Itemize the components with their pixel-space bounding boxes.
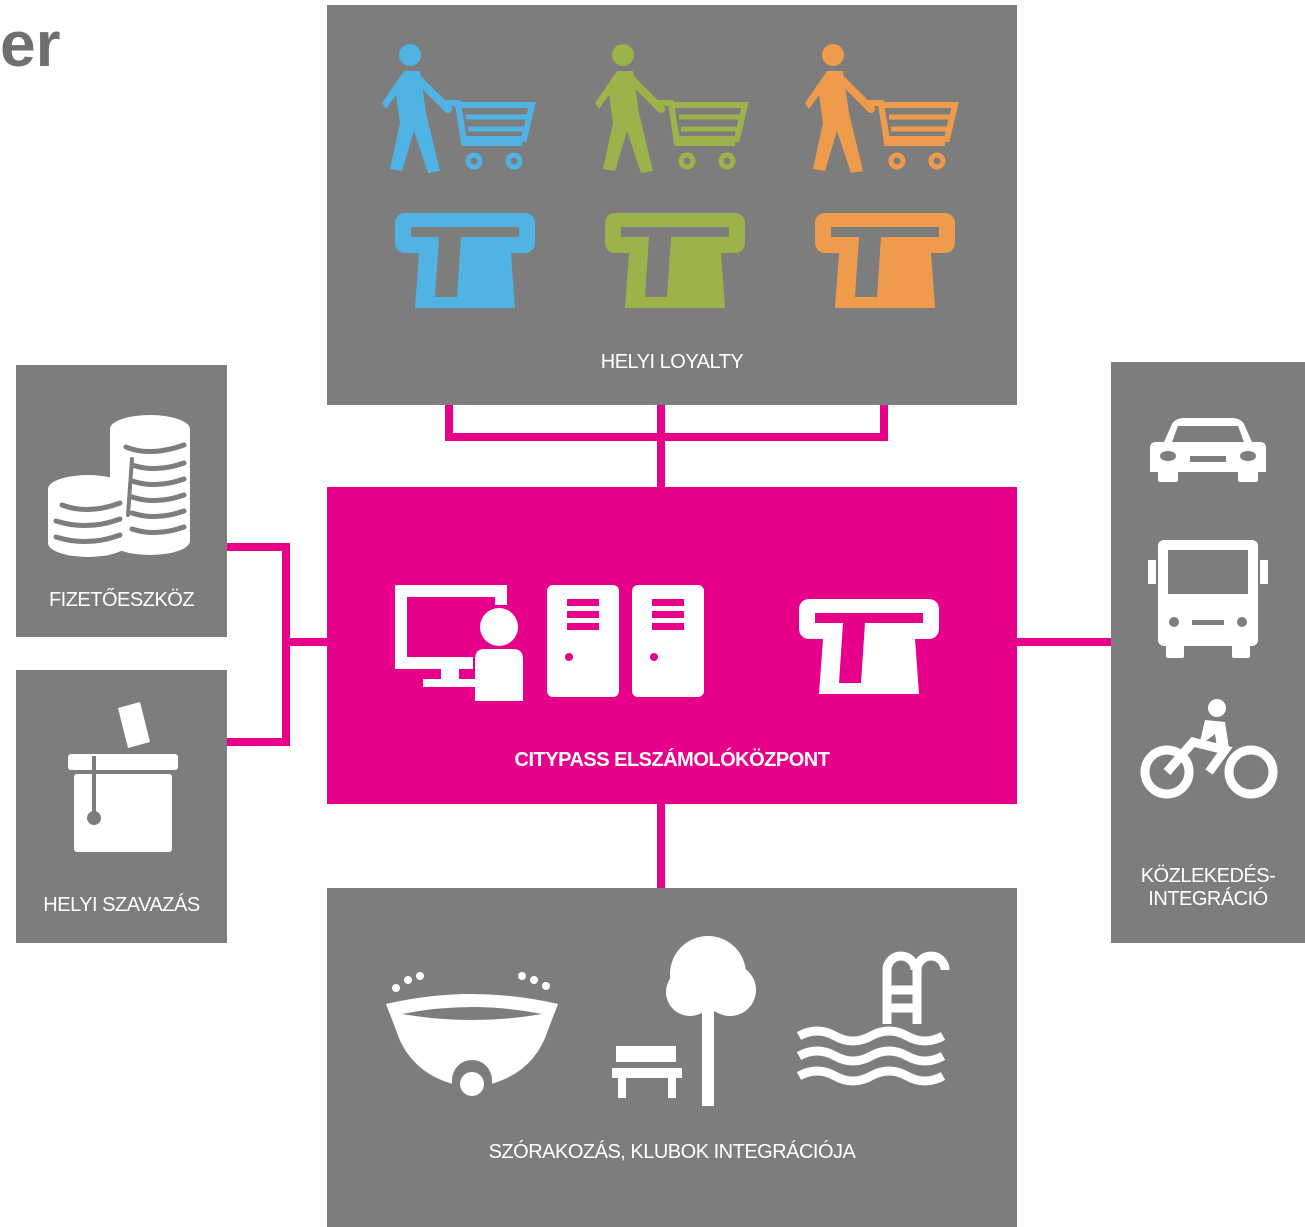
page-title-fragment: er xyxy=(0,8,61,80)
swimming-pool-icon xyxy=(796,951,950,1086)
entertainment-label: SZÓRAKOZÁS, KLUBOK INTEGRÁCIÓJA xyxy=(488,1141,856,1163)
entertainment-box: SZÓRAKOZÁS, KLUBOK INTEGRÁCIÓJA xyxy=(327,888,1017,1227)
payment-box: FIZETŐESZKÖZ xyxy=(16,365,227,637)
connector-loyalty-bracket-bar xyxy=(445,433,888,441)
hot-tub-icon xyxy=(386,972,558,1098)
shopper-cart-icon xyxy=(805,44,959,173)
connector-entertainment-stem xyxy=(657,802,665,890)
transport-box: KÖZLEKEDÉS- INTEGRÁCIÓ xyxy=(1111,362,1305,943)
bus-icon xyxy=(1148,540,1268,658)
card-terminal-icon xyxy=(799,599,939,694)
transport-label-line1: KÖZLEKEDÉS- xyxy=(1140,865,1276,887)
hub-label: CITYPASS ELSZÁMOLÓKÖZPONT xyxy=(514,749,830,771)
card-terminal-icon xyxy=(605,213,745,308)
voting-label: HELYI SZAVAZÁS xyxy=(43,894,200,916)
connector-voting-branch xyxy=(226,738,290,746)
payment-label: FIZETŐESZKÖZ xyxy=(48,589,195,611)
shopper-cart-icon xyxy=(595,44,749,173)
bicycle-icon xyxy=(1140,699,1278,799)
transport-label-line2: INTEGRÁCIÓ xyxy=(1148,888,1268,910)
server-icon xyxy=(547,585,619,697)
loyalty-box: HELYI LOYALTY xyxy=(327,5,1017,405)
park-bench-tree-icon xyxy=(612,936,756,1106)
coins-icon xyxy=(48,415,190,557)
connector-loyalty-bracket-left xyxy=(445,395,453,441)
server-icon xyxy=(632,585,704,697)
ballot-box-icon xyxy=(68,702,178,852)
connector-left-to-hub xyxy=(282,638,328,646)
connector-loyalty-bracket-right xyxy=(880,395,888,441)
connector-payment-branch xyxy=(226,543,290,551)
car-icon xyxy=(1150,418,1266,482)
loyalty-label: HELYI LOYALTY xyxy=(600,351,744,373)
citypass-hub-box: CITYPASS ELSZÁMOLÓKÖZPONT xyxy=(327,487,1017,804)
shopper-cart-icon xyxy=(382,44,536,173)
voting-box: HELYI SZAVAZÁS xyxy=(16,670,227,943)
connector-right-to-transport xyxy=(1016,638,1112,646)
connector-loyalty-stem xyxy=(657,395,665,487)
card-terminal-icon xyxy=(815,213,955,308)
monitor-user-icon xyxy=(395,585,523,701)
card-terminal-icon xyxy=(395,213,535,308)
